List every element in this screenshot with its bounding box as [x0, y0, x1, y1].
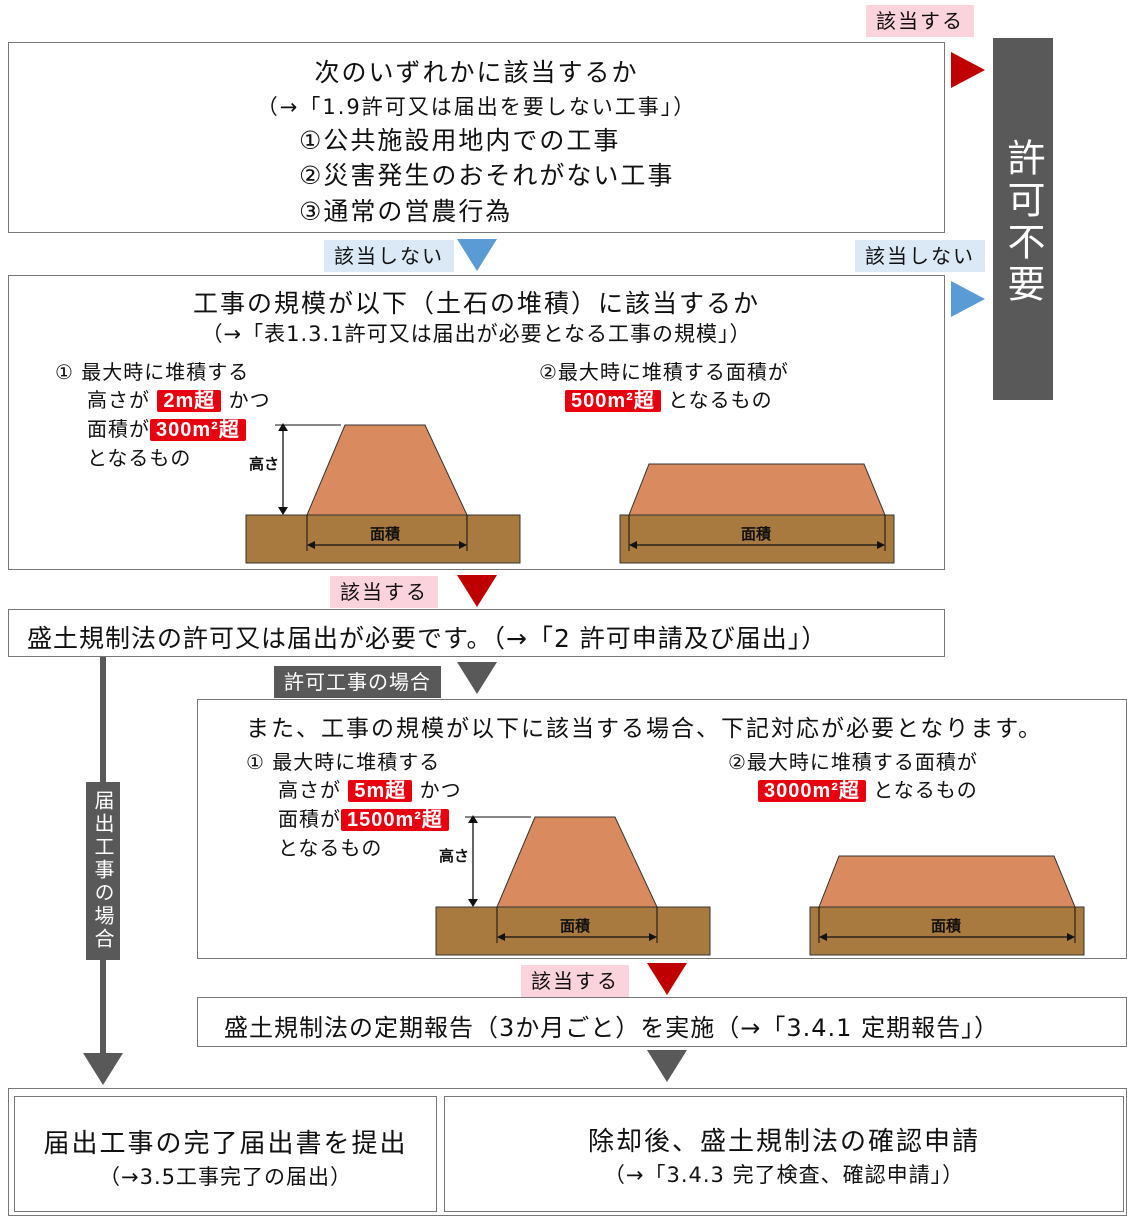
- box4-c1-prefix-area: 面積が: [278, 807, 341, 831]
- box4-condition-2: ②最大時に堆積する面積が 3000m²超 となるもの: [728, 748, 978, 805]
- box4-c1-highlight-area: 1500m²超: [341, 809, 449, 831]
- box2-c1-line1: ① 最大時に堆積する: [55, 360, 250, 384]
- box-periodic-report-check: また、工事の規模が以下に該当する場合、下記対応が必要となります。 ① 最大時に堆…: [197, 699, 1127, 959]
- tag-applies-top: 該当する: [866, 5, 974, 37]
- box2-c1-line4: となるもの: [87, 446, 192, 470]
- box2-c1-highlight-area: 300m²超: [150, 419, 246, 441]
- tag-applies-low: 該当する: [521, 965, 629, 997]
- box2-c1-prefix-height: 高さが: [87, 388, 150, 412]
- mound-diagram-flat-2: 面積: [809, 855, 1085, 956]
- arrow-down-blue: [457, 239, 497, 271]
- box4-c2-highlight: 3000m²超: [758, 780, 866, 802]
- mound-diagram-tall-1: 高さ 面積: [245, 423, 521, 564]
- box4-c1-prefix-height: 高さが: [278, 778, 341, 802]
- box2-title: 工事の規模が以下（土石の堆積）に該当するか: [192, 289, 760, 318]
- arrow-down-red-2: [647, 963, 687, 995]
- arrow-down-gray-1: [457, 662, 497, 694]
- box2-c1-and: かつ: [228, 388, 271, 412]
- arrow-right-red: [951, 52, 985, 88]
- tag-permit-case: 許可工事の場合: [274, 666, 441, 698]
- box2-c2-suffix: となるもの: [668, 388, 773, 412]
- mound-diagram-tall-2: 高さ 面積: [435, 815, 711, 956]
- box5-text: 盛土規制法の定期報告（3か月ごと）を実施（→「3.4.1 定期報告」）: [224, 1014, 1000, 1042]
- tag-not-applies-right: 該当しない: [855, 240, 985, 272]
- box2-c2-highlight: 500m²超: [565, 390, 661, 412]
- mound-diagram-flat-1: 面積: [619, 463, 895, 564]
- box3-text: 盛土規制法の許可又は届出が必要です。（→「2 許可申請及び届出」）: [27, 624, 828, 653]
- permit-not-required-label: 許可不要: [1001, 138, 1045, 306]
- box1-title: 次のいずれかに該当するか: [314, 58, 639, 87]
- arrow-right-blue: [951, 281, 985, 317]
- box-confirmation-application: 除却後、盛土規制法の確認申請 （→「3.4.3 完了検査、確認申請」）: [444, 1096, 1124, 1212]
- box1-item1: ①公共施設用地内での工事: [299, 126, 621, 155]
- box4-title: また、工事の規模が以下に該当する場合、下記対応が必要となります。: [246, 716, 1044, 742]
- box4-c1-line4: となるもの: [278, 836, 383, 860]
- box6-title: 届出工事の完了届出書を提出: [43, 1129, 408, 1159]
- box-permit-required: 盛土規制法の許可又は届出が必要です。（→「2 許可申請及び届出」）: [8, 609, 945, 657]
- notification-case-label: 届出工事の場合: [91, 790, 115, 951]
- box4-c1-highlight-height: 5m超: [348, 780, 413, 802]
- box4-c2-suffix: となるもの: [873, 778, 978, 802]
- box2-c1-prefix-area: 面積が: [87, 417, 150, 441]
- notification-case-bar: 届出工事の場合: [86, 782, 120, 960]
- area-label: 面積: [560, 917, 591, 935]
- box-exemption-check: 次のいずれかに該当するか （→「1.9許可又は届出を要しない工事」） ①公共施設…: [8, 42, 945, 233]
- box4-c1-and: かつ: [419, 778, 462, 802]
- tag-applies-mid: 該当する: [330, 576, 438, 608]
- box4-c1-line1: ① 最大時に堆積する: [246, 750, 441, 774]
- box2-ref: （→「表1.3.1許可又は届出が必要となる工事の規模」）: [201, 322, 752, 346]
- arrow-down-gray-left: [83, 1053, 123, 1085]
- height-label: 高さ: [249, 455, 279, 473]
- tag-not-applies-left: 該当しない: [324, 240, 454, 272]
- box2-c2-line1: ②最大時に堆積する面積が: [539, 360, 789, 384]
- arrow-down-red: [457, 575, 497, 607]
- box-scale-check: 工事の規模が以下（土石の堆積）に該当するか （→「表1.3.1許可又は届出が必要…: [8, 275, 945, 570]
- box7-title: 除却後、盛土規制法の確認申請: [587, 1127, 980, 1157]
- arrow-down-gray-2: [647, 1050, 687, 1082]
- box-notification-completion: 届出工事の完了届出書を提出 （→3.5工事完了の届出）: [14, 1096, 437, 1212]
- box4-c2-line1: ②最大時に堆積する面積が: [728, 750, 978, 774]
- box-periodic-report: 盛土規制法の定期報告（3か月ごと）を実施（→「3.4.1 定期報告」）: [197, 997, 1127, 1047]
- permit-not-required-bar: 許可不要: [993, 38, 1053, 400]
- area-label: 面積: [370, 525, 401, 543]
- box1-item2: ②災害発生のおそれがない工事: [299, 161, 675, 190]
- box1-ref: （→「1.9許可又は届出を要しない工事」）: [256, 95, 697, 119]
- box2-condition-2: ②最大時に堆積する面積が 500m²超 となるもの: [539, 358, 789, 415]
- box6-ref: （→3.5工事完了の届出）: [99, 1165, 352, 1189]
- box2-c1-highlight-height: 2m超: [157, 390, 222, 412]
- box7-ref: （→「3.4.3 完了検査、確認申請」）: [603, 1163, 965, 1187]
- box1-item3: ③通常の営農行為: [299, 197, 513, 226]
- area-label: 面積: [741, 525, 772, 543]
- area-label: 面積: [931, 917, 962, 935]
- height-label: 高さ: [439, 847, 469, 865]
